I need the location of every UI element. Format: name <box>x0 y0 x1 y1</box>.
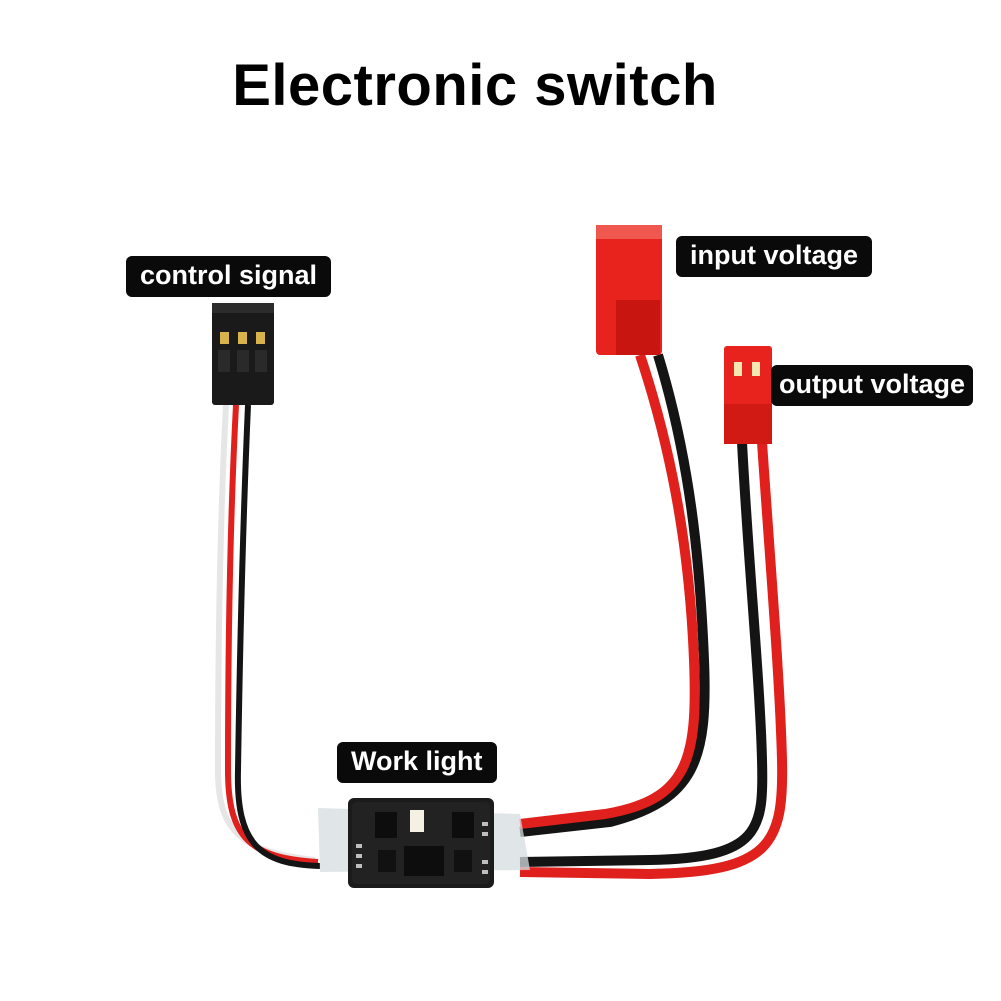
output-voltage-label: output voltage <box>771 365 973 406</box>
servo-plug <box>212 303 274 405</box>
output-connector <box>724 346 772 444</box>
work-light-led <box>410 810 424 832</box>
input-voltage-lead <box>519 353 710 837</box>
control-signal-label: control signal <box>126 256 332 297</box>
work-light-label: Work light <box>337 742 497 783</box>
input-voltage-label: input voltage <box>676 236 872 277</box>
switch-module <box>318 798 530 888</box>
page-title: Electronic switch <box>232 53 718 118</box>
input-connector <box>596 225 662 355</box>
output-voltage-lead <box>519 441 788 880</box>
control-signal-lead <box>214 404 321 869</box>
